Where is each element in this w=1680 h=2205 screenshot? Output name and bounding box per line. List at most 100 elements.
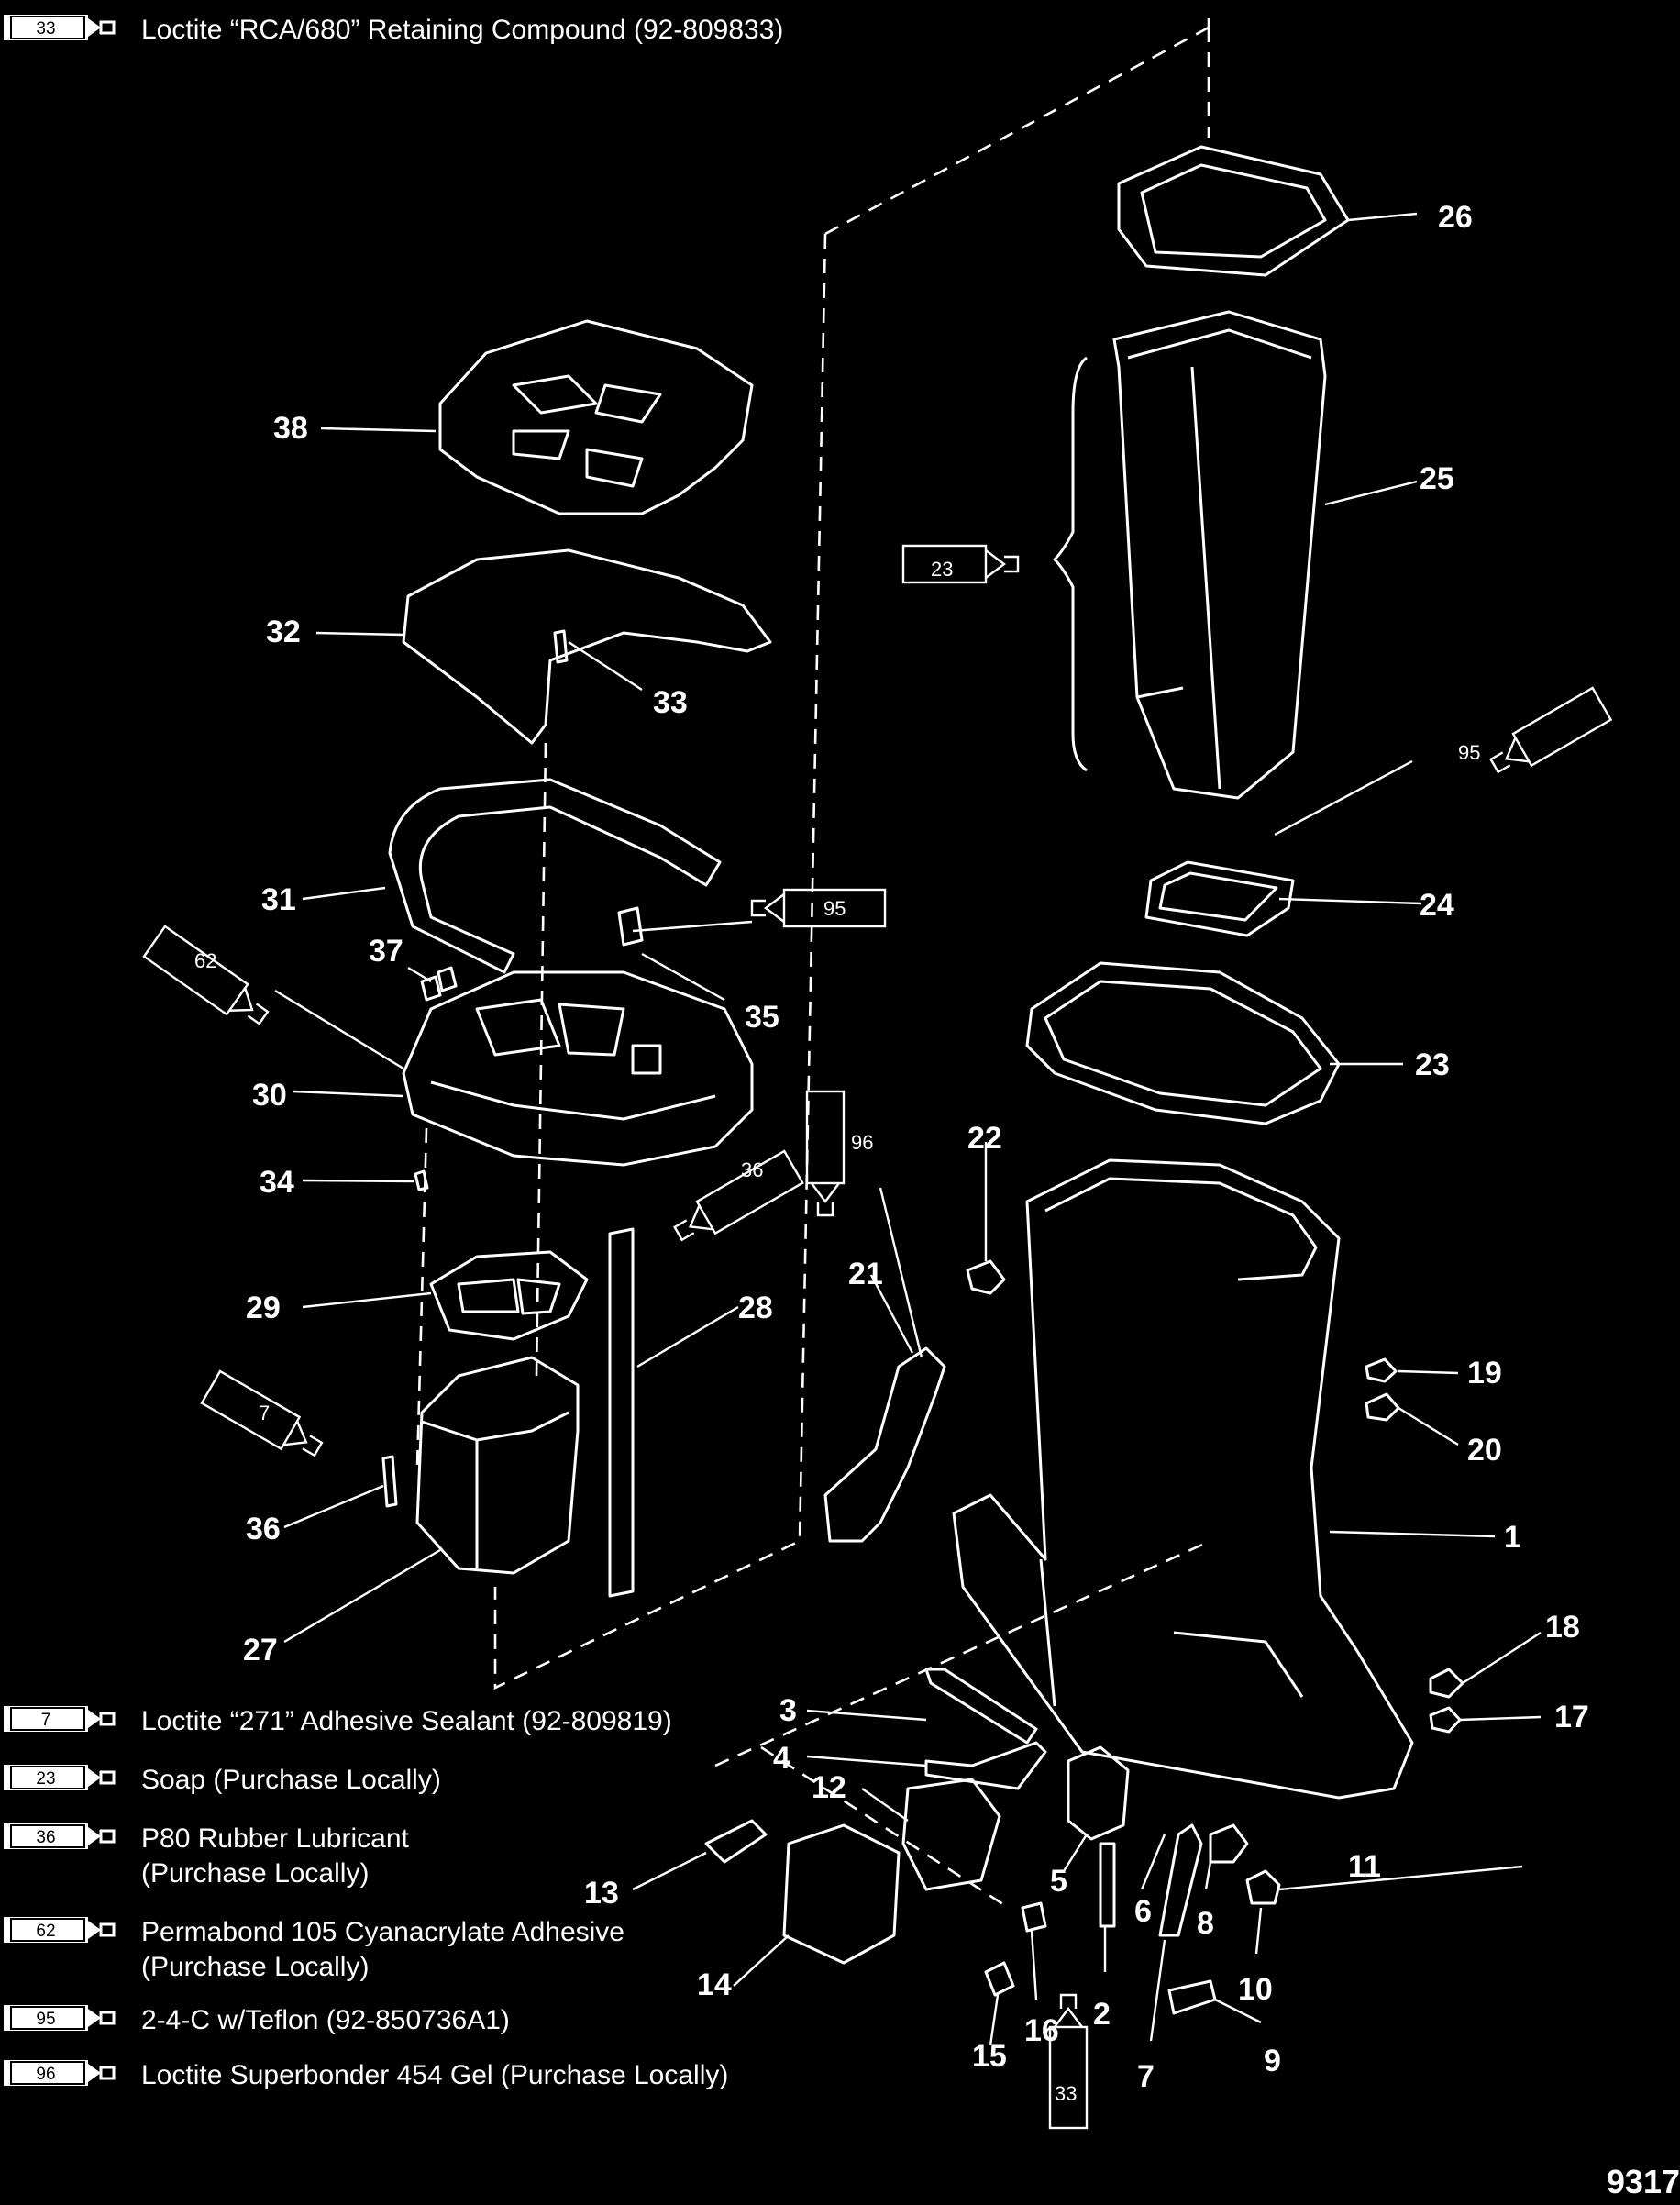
part-14-anode [782,1823,901,1965]
legend-text: P80 Rubber Lubricant (Purchase Locally) [141,1823,409,1889]
tube-7-icon [200,1369,324,1457]
part-30-adaptor-plate [402,970,754,1167]
callout-36: 36 [246,1512,281,1546]
callout-numbers: 26 25 38 32 33 24 31 37 35 30 23 22 34 2… [243,200,1589,2094]
page-id: 9317 [1606,2163,1680,2200]
part-25-bracket [1053,356,1088,772]
tube-95-icon [1489,686,1613,774]
part-9-screw [1167,1979,1217,2015]
part-28-tube [608,1227,635,1598]
tube-62-icon [142,925,270,1025]
part-3-bolt [924,1668,1038,1745]
callout-5: 5 [1050,1864,1067,1899]
tube-label: 95 [1458,741,1480,764]
callout-26: 26 [1438,200,1473,235]
assembly-dashed-line [824,18,1210,236]
callout-19: 19 [1467,1356,1502,1391]
sealant-tube-icon: 7 [4,1706,116,1732]
part-25-cover [1112,310,1327,800]
part-26-gasket [1117,145,1350,277]
callout-29: 29 [246,1291,281,1325]
assembly-dashed-line [714,1539,1211,1767]
part-1-driveshaft-housing [952,1158,1414,1800]
part-27-exhaust-tube [415,1356,580,1575]
legend-item-23: 23 Soap (Purchase Locally) [2,1763,441,1798]
assembly-dashed-line [760,1745,1010,1910]
part-8-nut [1209,1823,1249,1864]
callout-3: 3 [779,1693,797,1728]
sealant-tube-icon: 33 [4,15,116,40]
callout-20: 20 [1467,1433,1502,1468]
part-24-seal [1144,860,1295,937]
callout-6: 6 [1134,1894,1152,1929]
part-4-strap [924,1741,1047,1790]
callout-7: 7 [1137,2059,1155,2094]
callout-18: 18 [1545,1610,1580,1645]
callout-12: 12 [812,1770,846,1805]
legend-text: Loctite Superbonder 454 Gel (Purchase Lo… [141,2060,729,2090]
svg-text:36: 36 [36,1828,55,1847]
part-33-screw [553,629,569,664]
part-13-plug [704,1819,768,1864]
part-30-ports [475,998,662,1075]
sealant-tube-icon: 95 [4,2005,116,2031]
part-35-sleeve [617,906,644,947]
callout-11: 11 [1348,1849,1381,1884]
part-38-ports [512,374,662,488]
part-37-dowels [420,966,458,1002]
tube-23-soap-icon [901,544,1020,584]
part-29-gasket [429,1250,589,1341]
part-5-sleeve [1067,1745,1130,1841]
callout-24: 24 [1420,888,1454,923]
callout-30: 30 [252,1078,287,1113]
callout-34: 34 [260,1165,294,1200]
part-22-grommet [966,1259,1006,1295]
callout-2: 2 [1093,1997,1111,2032]
part-18-nut [1429,1668,1464,1699]
part-19-washer [1365,1357,1398,1383]
callout-8: 8 [1197,1906,1214,1941]
callout-37: 37 [369,934,403,969]
callout-33: 33 [653,685,688,720]
callout-15: 15 [972,2039,1007,2074]
assembly-dashed-line [415,1127,428,1468]
callout-13: 13 [584,1876,619,1911]
part-10-washer [1245,1869,1281,1905]
sealant-tube-icon: 96 [4,2060,116,2086]
tube-33-icon [1048,1993,1089,2130]
legend-item-96: 96 Loctite Superbonder 454 Gel (Purchase … [2,2058,728,2093]
part-21-elbow [823,1346,946,1543]
tube-label: 96 [851,1131,873,1154]
tube-36-icon [673,1149,804,1242]
callout-17: 17 [1554,1700,1589,1734]
leader-lines [274,212,1542,2046]
svg-text:96: 96 [36,2065,55,2084]
callout-32: 32 [266,615,301,649]
assembly-dashed-line [493,233,827,1690]
callout-9: 9 [1264,2044,1281,2078]
legend-text: Soap (Purchase Locally) [141,1765,441,1795]
svg-text:7: 7 [41,1711,51,1730]
callout-1: 1 [1504,1520,1521,1555]
tube-label: 7 [259,1402,270,1424]
tube-label: 33 [1055,2082,1077,2105]
part-31-seal [388,778,722,974]
part-7-wire [1158,1823,1203,1937]
tube-95-icon [750,888,887,928]
callout-4: 4 [773,1741,790,1776]
part-17-washer [1429,1706,1462,1734]
tube-label: 62 [194,949,216,972]
callout-31: 31 [261,882,296,917]
legend-item-33: 33 Loctite “RCA/680” Retaining Compound … [2,13,783,48]
part-16-fitting [1021,1901,1047,1933]
callout-25: 25 [1420,461,1454,496]
callout-28: 28 [738,1291,773,1325]
sealant-tube-icon: 23 [4,1765,116,1790]
tube-label: 23 [931,558,953,581]
tube-96-icon [805,1090,846,1217]
tube-label: 36 [741,1158,763,1181]
tube-label: 95 [823,897,846,920]
